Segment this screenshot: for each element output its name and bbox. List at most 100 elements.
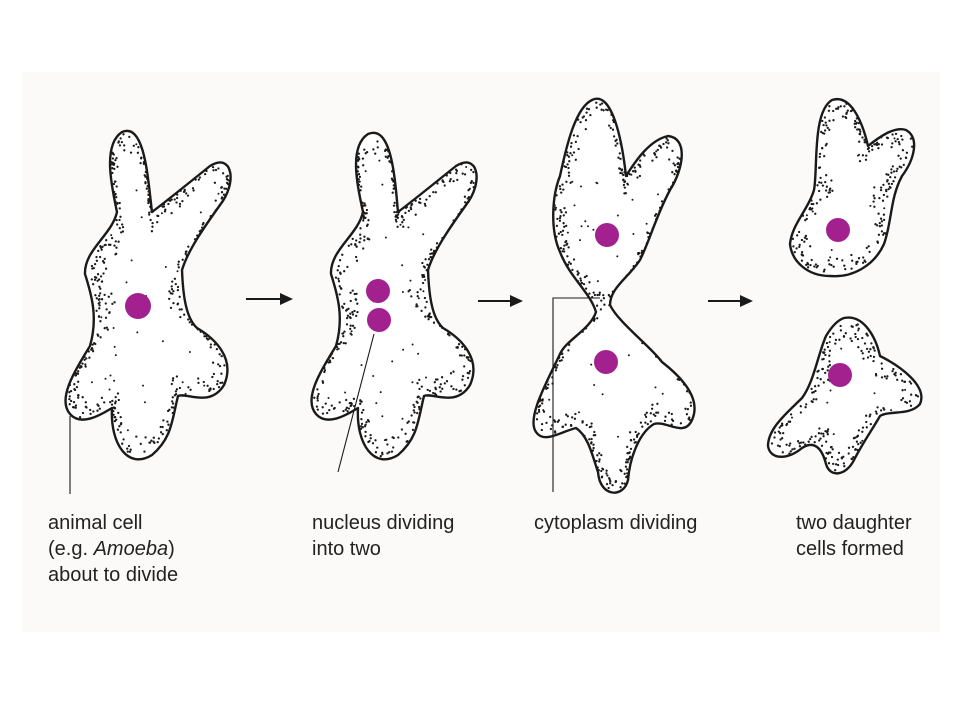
granule bbox=[216, 383, 219, 386]
granule bbox=[103, 293, 106, 297]
granule bbox=[558, 185, 562, 188]
granule bbox=[119, 415, 122, 419]
granule bbox=[142, 162, 146, 166]
granule bbox=[887, 182, 891, 185]
granule bbox=[177, 266, 180, 269]
granule bbox=[822, 270, 826, 273]
granule bbox=[561, 425, 564, 429]
granule bbox=[463, 384, 466, 387]
granule bbox=[828, 349, 832, 352]
granule bbox=[225, 178, 229, 181]
granule bbox=[187, 386, 190, 389]
granule bbox=[689, 404, 693, 407]
granule bbox=[220, 196, 224, 199]
granule bbox=[665, 141, 668, 144]
granule bbox=[461, 172, 464, 175]
granule bbox=[560, 352, 564, 356]
granule bbox=[867, 245, 870, 248]
granule bbox=[651, 159, 654, 162]
granule bbox=[363, 211, 366, 214]
granule bbox=[364, 435, 367, 438]
granule bbox=[136, 331, 139, 334]
granule bbox=[571, 416, 574, 419]
granule bbox=[111, 302, 114, 306]
granule bbox=[365, 421, 368, 424]
granule bbox=[355, 292, 358, 296]
granule bbox=[610, 113, 613, 116]
granule bbox=[110, 236, 114, 240]
granule bbox=[823, 116, 827, 119]
granule bbox=[596, 293, 599, 297]
granule bbox=[801, 214, 805, 217]
granule bbox=[891, 133, 894, 136]
granule bbox=[78, 416, 82, 419]
granule bbox=[857, 429, 861, 432]
granule bbox=[424, 204, 427, 207]
granule bbox=[854, 335, 857, 339]
granule bbox=[116, 201, 119, 205]
granule bbox=[98, 304, 101, 307]
granule bbox=[77, 396, 80, 399]
granule bbox=[686, 387, 689, 391]
daughter-cell-lower-outline bbox=[766, 316, 923, 475]
granule bbox=[593, 384, 596, 386]
granule bbox=[787, 420, 790, 423]
granule bbox=[223, 195, 227, 199]
granule bbox=[825, 440, 828, 443]
granule bbox=[880, 220, 884, 223]
granule bbox=[345, 323, 349, 326]
granule bbox=[796, 234, 799, 237]
granule bbox=[665, 146, 669, 149]
granule bbox=[861, 136, 864, 139]
granule bbox=[645, 222, 648, 225]
granule bbox=[410, 295, 413, 298]
granule bbox=[94, 342, 97, 346]
granule bbox=[590, 437, 593, 441]
granule bbox=[786, 454, 789, 457]
granule bbox=[876, 224, 879, 227]
cytoplasm-granules bbox=[313, 140, 475, 458]
granule bbox=[168, 290, 171, 293]
granule bbox=[821, 131, 824, 135]
granule bbox=[605, 108, 608, 111]
granule bbox=[179, 315, 182, 319]
granule bbox=[535, 418, 539, 421]
granule bbox=[809, 437, 812, 441]
granule bbox=[678, 157, 681, 160]
granule bbox=[629, 463, 632, 466]
granule bbox=[196, 328, 200, 331]
granule bbox=[778, 445, 782, 448]
granule bbox=[893, 176, 897, 179]
granule bbox=[401, 221, 404, 224]
granule bbox=[804, 234, 808, 238]
granule bbox=[81, 362, 84, 365]
granule bbox=[187, 245, 190, 248]
granule bbox=[626, 461, 629, 464]
granule bbox=[565, 224, 568, 228]
granule bbox=[85, 357, 88, 360]
granule bbox=[781, 451, 784, 454]
granule bbox=[465, 166, 468, 168]
granule bbox=[206, 384, 209, 387]
granule bbox=[89, 412, 92, 416]
granule bbox=[793, 447, 796, 450]
granule bbox=[178, 386, 182, 390]
granule bbox=[854, 436, 857, 439]
granule bbox=[653, 151, 656, 155]
granule bbox=[466, 376, 470, 380]
granule bbox=[404, 206, 408, 209]
granule bbox=[90, 264, 94, 268]
granule bbox=[672, 162, 675, 165]
granule bbox=[467, 358, 470, 361]
granule bbox=[868, 415, 871, 418]
granule bbox=[400, 428, 404, 431]
granule bbox=[861, 336, 864, 340]
granule bbox=[374, 439, 377, 442]
granule bbox=[644, 413, 647, 416]
granule bbox=[430, 248, 433, 251]
granule bbox=[802, 441, 805, 444]
granule bbox=[169, 292, 172, 295]
granule bbox=[829, 451, 832, 454]
granule bbox=[392, 446, 395, 449]
